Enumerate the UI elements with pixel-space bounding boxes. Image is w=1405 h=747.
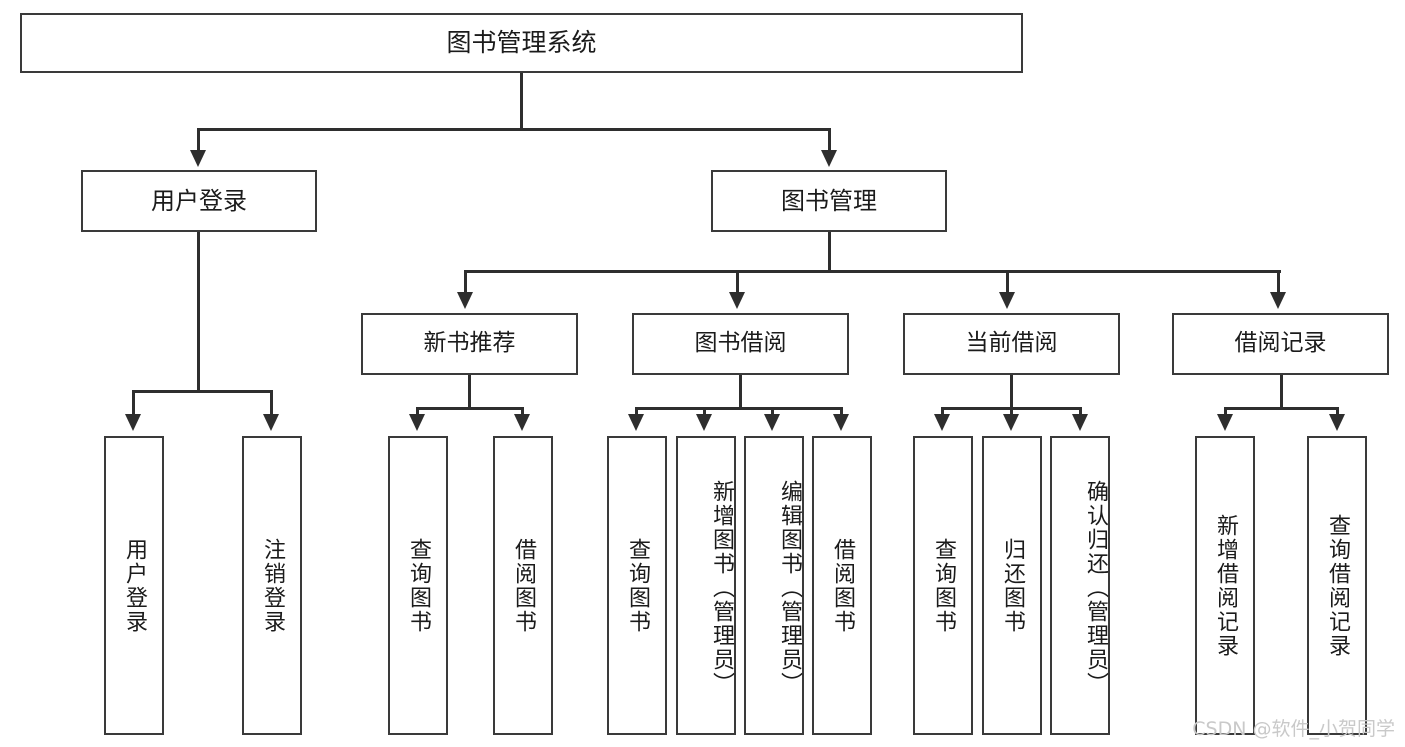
connector-current-borrow-leaf3-stem bbox=[1079, 407, 1082, 416]
arrow-book-borrow-leaf4 bbox=[833, 414, 849, 431]
connector-level3-bus bbox=[464, 270, 1281, 273]
arrow-user-login-leaf2 bbox=[263, 414, 279, 431]
leaf-book-borrow-edit-book-admin[interactable]: 编辑图书（管理员） bbox=[744, 436, 804, 735]
connector-root-stem bbox=[520, 73, 523, 130]
leaf-borrow-record-query-record[interactable]: 查询借阅记录 bbox=[1307, 436, 1367, 735]
leaf-current-borrow-confirm-return-admin[interactable]: 确认归还（管理员） bbox=[1050, 436, 1110, 735]
arrow-current-borrow-leaf1 bbox=[934, 414, 950, 431]
connector-borrow-record-stem bbox=[1280, 375, 1283, 410]
connector-level3-stem-book-borrow bbox=[736, 270, 739, 293]
node-user-login[interactable]: 用户登录 bbox=[81, 170, 317, 232]
node-root-book-management-system[interactable]: 图书管理系统 bbox=[20, 13, 1023, 73]
leaf-book-borrow-add-book-admin[interactable]: 新增图书（管理员） bbox=[676, 436, 736, 735]
connector-level2-stem-book-management bbox=[828, 128, 831, 151]
node-borrow-record[interactable]: 借阅记录 bbox=[1172, 313, 1389, 375]
arrow-borrow-record-leaf2 bbox=[1329, 414, 1345, 431]
node-current-borrow[interactable]: 当前借阅 bbox=[903, 313, 1120, 375]
connector-current-borrow-stem bbox=[1010, 375, 1013, 410]
connector-level3-stem-current-borrow bbox=[1006, 270, 1009, 293]
arrow-level2-user-login bbox=[190, 150, 206, 167]
connector-level3-stem-borrow-record bbox=[1277, 270, 1280, 293]
leaf-user-login-sign-out[interactable]: 注销登录 bbox=[242, 436, 302, 735]
connector-borrow-record-leaf2-stem bbox=[1336, 407, 1339, 416]
leaf-book-borrow-borrow-books[interactable]: 借阅图书 bbox=[812, 436, 872, 735]
connector-book-borrow-stem bbox=[739, 375, 742, 410]
connector-current-borrow-leaf1-stem bbox=[941, 407, 944, 416]
connector-user-login-leaf1-stem bbox=[132, 390, 135, 416]
arrow-book-borrow-leaf1 bbox=[628, 414, 644, 431]
connector-user-login-stem bbox=[197, 232, 200, 393]
arrow-current-borrow-leaf3 bbox=[1072, 414, 1088, 431]
connector-book-borrow-bus bbox=[635, 407, 843, 410]
arrow-new-book-leaf1 bbox=[409, 414, 425, 431]
node-book-borrow[interactable]: 图书借阅 bbox=[632, 313, 849, 375]
node-book-management[interactable]: 图书管理 bbox=[711, 170, 947, 232]
connector-level2-bus bbox=[197, 128, 831, 131]
connector-book-borrow-leaf3-stem bbox=[771, 407, 774, 416]
arrow-level3-borrow-record bbox=[1270, 292, 1286, 309]
connector-user-login-bus bbox=[132, 390, 272, 393]
connector-new-book-leaf2-stem bbox=[521, 407, 524, 416]
connector-book-borrow-leaf4-stem bbox=[840, 407, 843, 416]
leaf-current-borrow-return-books[interactable]: 归还图书 bbox=[982, 436, 1042, 735]
leaf-user-login-sign-in[interactable]: 用户登录 bbox=[104, 436, 164, 735]
arrow-level3-book-borrow bbox=[729, 292, 745, 309]
connector-user-login-leaf2-stem bbox=[270, 390, 273, 416]
arrow-current-borrow-leaf2 bbox=[1003, 414, 1019, 431]
node-new-book-recommend[interactable]: 新书推荐 bbox=[361, 313, 578, 375]
connector-book-borrow-leaf1-stem bbox=[635, 407, 638, 416]
connector-new-book-bus bbox=[416, 407, 524, 410]
leaf-new-book-borrow-books[interactable]: 借阅图书 bbox=[493, 436, 553, 735]
connector-level3-stem-new-book bbox=[464, 270, 467, 293]
arrow-user-login-leaf1 bbox=[125, 414, 141, 431]
arrow-book-borrow-leaf3 bbox=[764, 414, 780, 431]
connector-new-book-leaf1-stem bbox=[416, 407, 419, 416]
leaf-book-borrow-query-books[interactable]: 查询图书 bbox=[607, 436, 667, 735]
connector-book-management-stem bbox=[828, 232, 831, 272]
connector-new-book-stem bbox=[468, 375, 471, 410]
arrow-level3-new-book bbox=[457, 292, 473, 309]
arrow-borrow-record-leaf1 bbox=[1217, 414, 1233, 431]
arrow-book-borrow-leaf2 bbox=[696, 414, 712, 431]
leaf-current-borrow-query-books[interactable]: 查询图书 bbox=[913, 436, 973, 735]
arrow-new-book-leaf2 bbox=[514, 414, 530, 431]
leaf-new-book-query-books[interactable]: 查询图书 bbox=[388, 436, 448, 735]
arrow-level2-book-management bbox=[821, 150, 837, 167]
arrow-level3-current-borrow bbox=[999, 292, 1015, 309]
connector-book-borrow-leaf2-stem bbox=[703, 407, 706, 416]
connector-borrow-record-bus bbox=[1224, 407, 1339, 410]
connector-borrow-record-leaf1-stem bbox=[1224, 407, 1227, 416]
connector-current-borrow-leaf2-stem bbox=[1010, 407, 1013, 416]
connector-level2-stem-user-login bbox=[197, 128, 200, 151]
leaf-borrow-record-add-record[interactable]: 新增借阅记录 bbox=[1195, 436, 1255, 735]
